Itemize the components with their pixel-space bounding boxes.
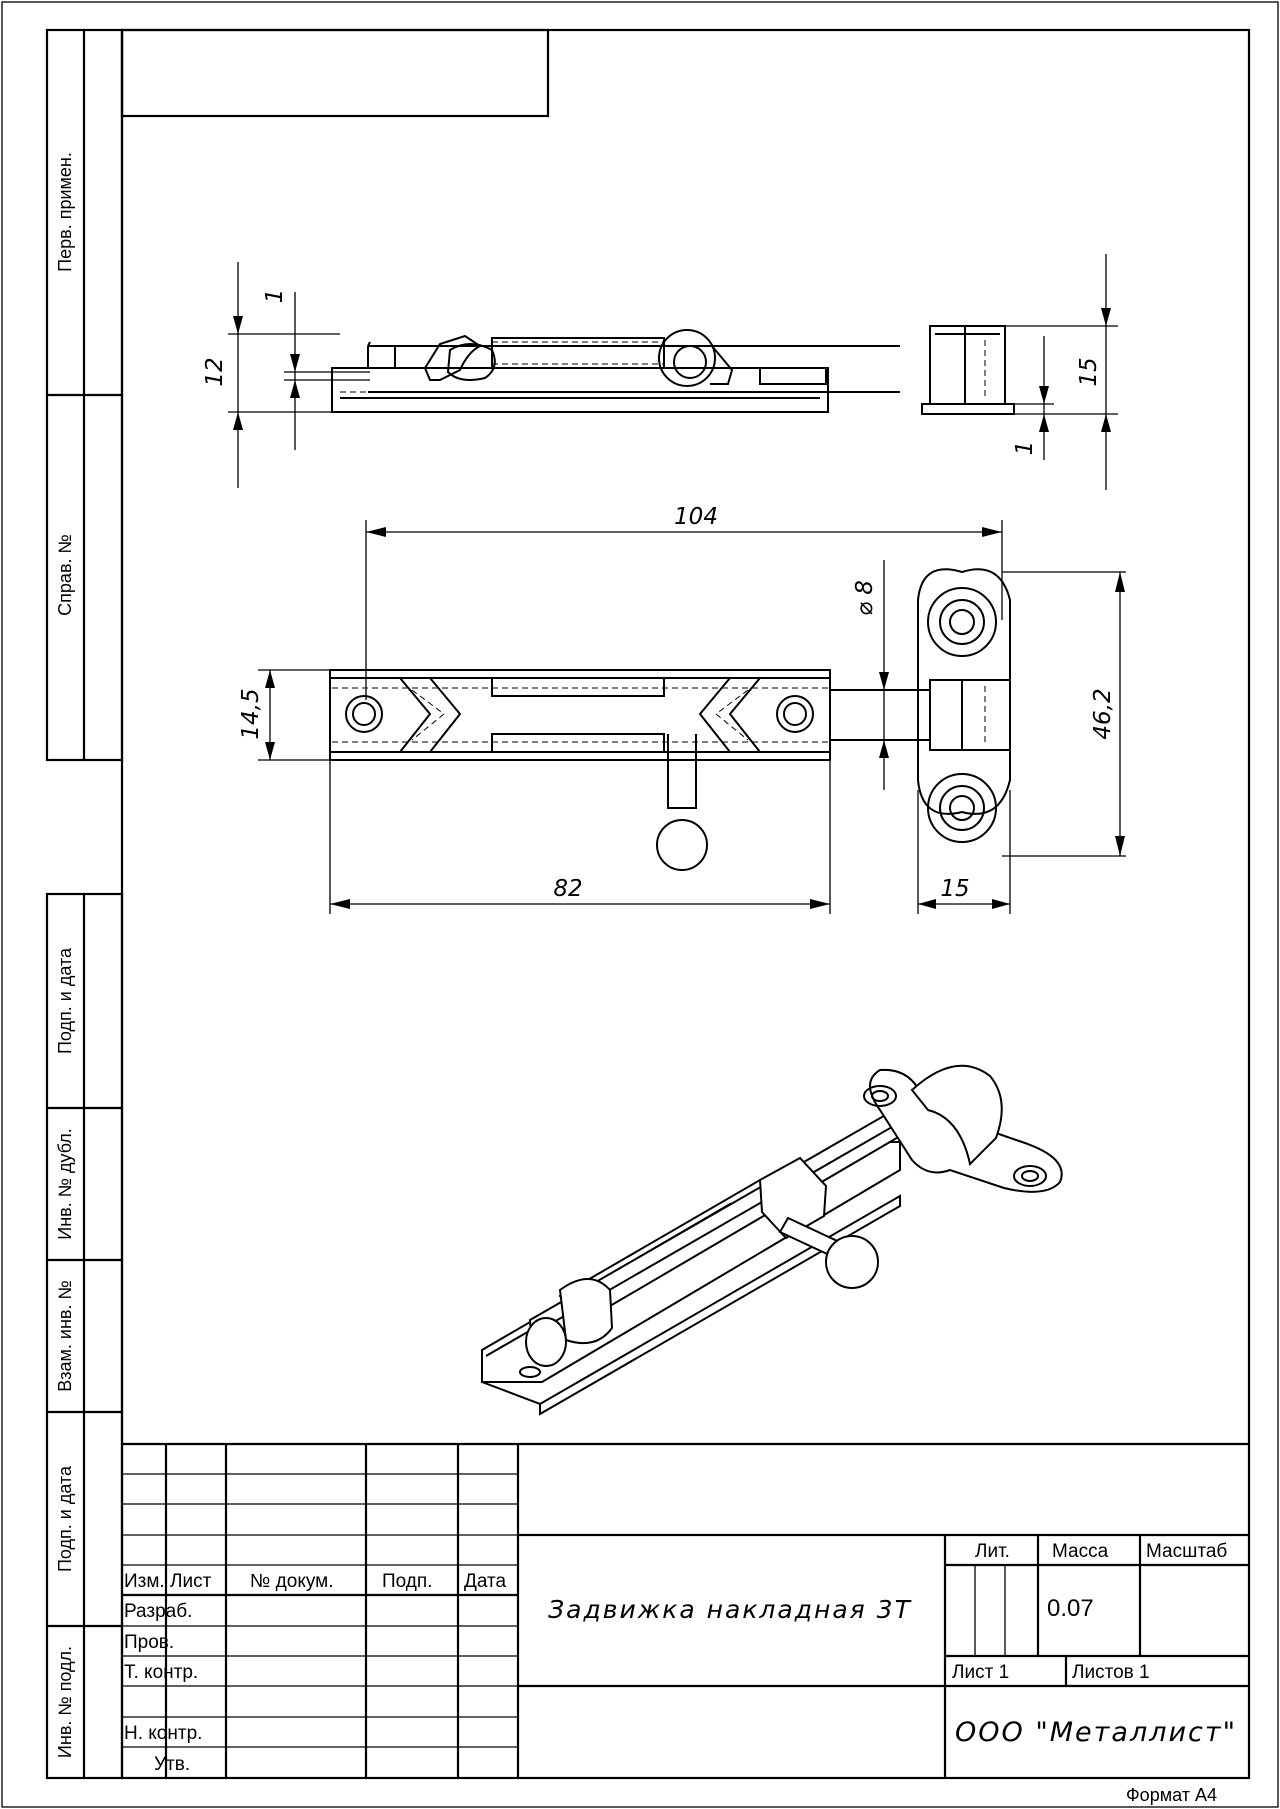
drawing-title: Задвижка накладная 3Т [548,1595,912,1624]
side-view: 12 1 15 1 [202,254,1118,490]
dim-side-15: 15 [1005,254,1118,490]
dim-top-15: 15 [917,790,1011,914]
sheets-total: Листов 1 [1072,1662,1150,1683]
svg-text:14,5: 14,5 [238,688,264,739]
dim-side-1-bottom: 1 [1012,336,1054,460]
row-utv: Утв. [154,1754,190,1775]
top-designation-box [120,28,550,118]
sheet-number: Лист 1 [952,1662,1009,1683]
dim-top-46-2: 46,2 [1002,571,1126,857]
dim-top-14-5: 14,5 [238,669,340,761]
title-block: Изм. Лист № докум. Подп. Дата Разраб. Пр… [122,1442,1249,1778]
svg-text:104: 104 [674,504,718,530]
svg-text:82: 82 [553,876,582,902]
podp-data-label-2: Подп. и дата [55,1465,75,1572]
left-margin-lower: Подп. и дата Инв. № дубл. Взам. инв. № П… [45,892,124,1780]
header-podp: Подп. [382,1571,432,1592]
vzam-inv-label: Взам. инв. № [55,1280,75,1392]
svg-text:15: 15 [1076,357,1102,386]
perv-primen-label: Перв. примен. [55,152,75,272]
svg-text:1: 1 [1012,441,1038,456]
row-prov: Пров. [124,1632,174,1653]
organization-name: ООО "Металлист" [955,1717,1237,1748]
header-data: Дата [464,1571,507,1592]
header-list: Лист [170,1571,212,1592]
top-view: 104 ⌀ 8 14,5 46,2 [238,504,1126,914]
row-t-kontr: Т. контр. [124,1662,198,1683]
massa-label: Масса [1052,1541,1109,1562]
svg-text:15: 15 [940,876,969,902]
svg-text:12: 12 [202,357,228,386]
inv-podl-label: Инв. № подл. [55,1646,75,1758]
svg-text:1: 1 [262,289,288,304]
lit-label: Лит. [975,1541,1010,1562]
dim-side-1-top: 1 [262,289,370,450]
svg-text:⌀ 8: ⌀ 8 [852,580,878,616]
dim-top-104: 104 [365,504,1003,700]
format-label: Формат А4 [1126,1785,1217,1805]
dim-side-12: 12 [202,262,340,488]
inv-dubl-label: Инв. № дубл. [55,1128,75,1239]
header-no-dokum: № докум. [250,1571,333,1592]
row-razrab: Разраб. [124,1601,192,1622]
sprav-no-label: Справ. № [55,534,75,616]
header-izm: Изм. [124,1571,165,1592]
podp-data-label-1: Подп. и дата [55,947,75,1054]
svg-text:46,2: 46,2 [1090,688,1116,739]
masshtab-label: Масштаб [1146,1541,1227,1562]
dim-top-82: 82 [329,760,831,914]
row-n-kontr: Н. контр. [124,1723,202,1744]
isometric-view [481,1064,1063,1416]
mass-value: 0.07 [1047,1595,1094,1622]
left-margin-upper: Перв. примен. Справ. № [45,28,124,762]
dim-top-dia8: ⌀ 8 [852,560,889,790]
